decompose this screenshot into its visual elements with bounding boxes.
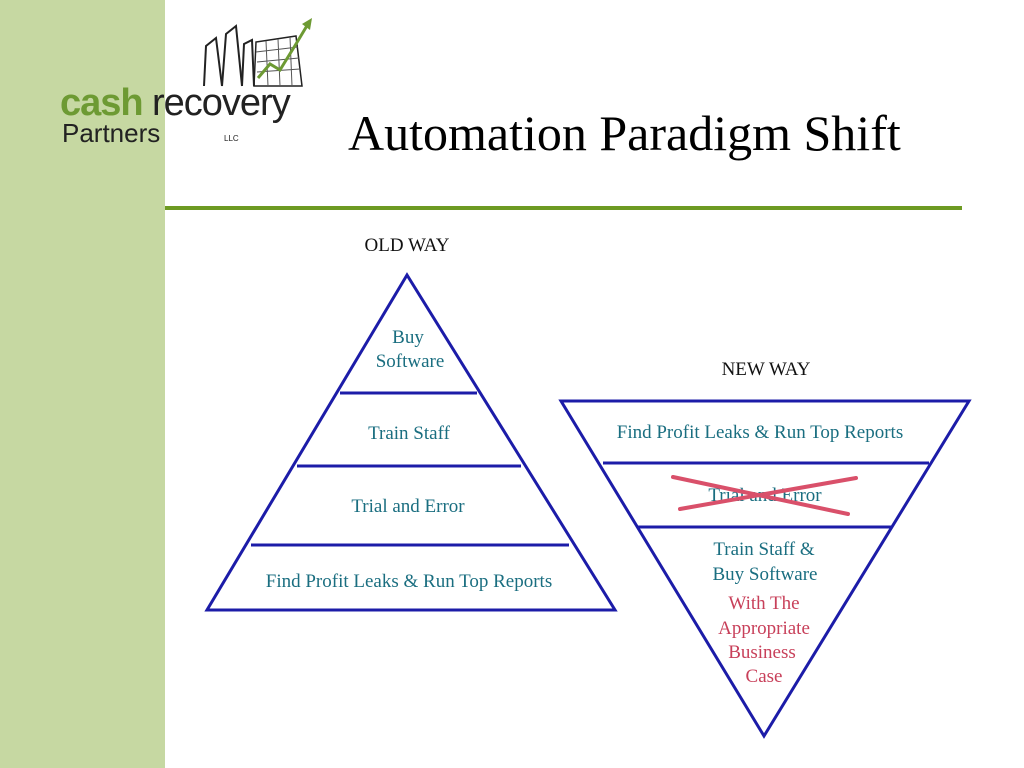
old-way-tier-3: Trial and Error: [351, 496, 465, 517]
new-way-note-line-4: Case: [746, 666, 783, 687]
new-way-pyramid: [558, 399, 972, 739]
new-way-tier-1: Find Profit Leaks & Run Top Reports: [617, 422, 903, 443]
new-way-heading: NEW WAY: [722, 359, 811, 380]
old-way-tier-4: Find Profit Leaks & Run Top Reports: [266, 571, 552, 592]
new-way-note-line-1: With The: [728, 593, 799, 614]
logo-llc: LLC: [224, 134, 239, 143]
old-way-pyramid: [204, 272, 618, 612]
logo-word-recovery: recovery: [152, 82, 291, 124]
old-way-heading: OLD WAY: [365, 235, 450, 256]
company-logo: cash recovery Partners LLC: [56, 16, 326, 156]
new-way-note-line-3: Business: [728, 642, 796, 663]
logo-word-partners: Partners: [62, 118, 161, 148]
slide-title: Automation Paradigm Shift: [348, 105, 901, 161]
cross-out-mark: [671, 475, 858, 516]
new-way-tier-3-line-2: Buy Software: [712, 564, 817, 585]
title-rule: [165, 206, 962, 210]
old-way-tier-1-line-2: Software: [376, 351, 445, 372]
new-way-tier-3-line-1: Train Staff &: [713, 539, 815, 560]
logo-word-cash: cash: [60, 82, 144, 124]
side-band: [0, 0, 165, 768]
city-chart-arrow-icon: [203, 18, 312, 87]
old-way-tier-1-line-1: Buy: [392, 327, 424, 348]
new-way-note-line-2: Appropriate: [718, 618, 810, 639]
old-way-tier-2: Train Staff: [368, 423, 450, 444]
